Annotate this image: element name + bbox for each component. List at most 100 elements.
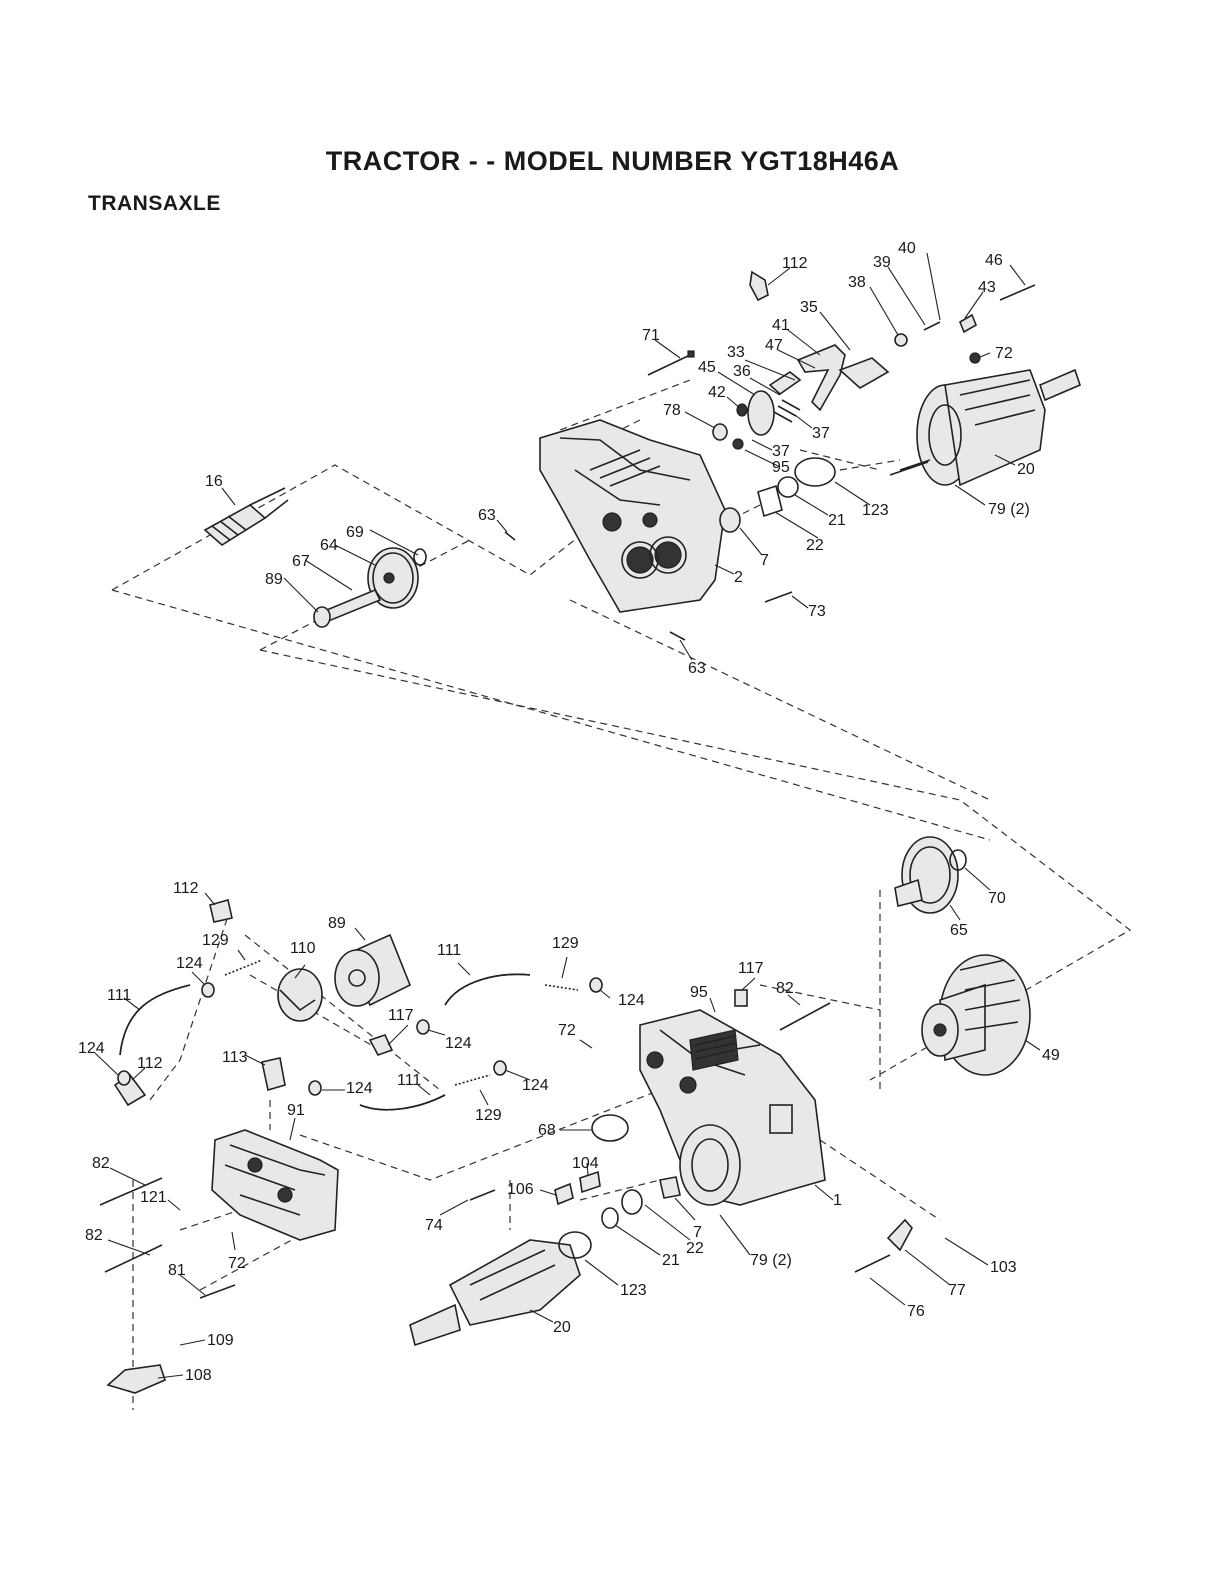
callout: 22	[806, 537, 824, 554]
callout: 65	[950, 922, 968, 939]
callout: 71	[642, 327, 660, 344]
callout: 82	[92, 1155, 110, 1172]
callout: 117	[738, 960, 764, 977]
part-71-bolt	[647, 350, 695, 376]
callout: 79 (2)	[988, 501, 1030, 518]
callout: 1	[833, 1192, 842, 1209]
callout: 79 (2)	[750, 1252, 792, 1269]
callout: 104	[572, 1155, 599, 1172]
callout: 39	[873, 254, 891, 271]
part-123-oring-upper	[794, 457, 836, 487]
callout: 112	[782, 255, 808, 272]
callout: 111	[107, 987, 131, 1004]
part-42-bearing	[736, 403, 748, 417]
callout: 43	[978, 279, 996, 296]
callout: 117	[388, 1007, 414, 1024]
callout: 111	[397, 1072, 421, 1089]
callout: 124	[522, 1077, 549, 1094]
callout: 82	[776, 980, 794, 997]
part-20-axle-housing-lower	[409, 1239, 581, 1347]
part-113-fitting	[261, 1057, 286, 1092]
part-21-washer-upper	[777, 476, 799, 498]
callout: 47	[765, 337, 783, 354]
callout: 40	[898, 240, 916, 257]
part-81-bolt	[199, 1284, 236, 1299]
part-7-nut-upper	[719, 507, 741, 533]
callout: 74	[425, 1217, 443, 1234]
callout: 129	[552, 935, 579, 952]
callout: 124	[445, 1035, 472, 1052]
callout: 124	[176, 955, 203, 972]
callout: 67	[292, 553, 310, 570]
callout: 20	[553, 1319, 571, 1336]
callout: 21	[662, 1252, 680, 1269]
part-110-adapter	[277, 968, 323, 1022]
part-38-washer	[894, 333, 908, 347]
part-39-40-pin	[923, 321, 941, 331]
callout: 121	[140, 1189, 167, 1206]
callout: 95	[772, 459, 790, 476]
part-45-plate	[747, 390, 775, 436]
callout: 124	[618, 992, 645, 1009]
callout: 76	[907, 1303, 925, 1320]
callout: 111	[437, 942, 461, 959]
callout: 72	[995, 345, 1013, 362]
callout: 77	[948, 1282, 966, 1299]
callout: 110	[290, 940, 316, 957]
part-21-22-7-lower	[601, 1176, 681, 1229]
callout: 103	[990, 1259, 1017, 1276]
part-108-bracket	[106, 1364, 166, 1394]
callout: 106	[507, 1181, 534, 1198]
callout: 35	[800, 299, 818, 316]
callout: 91	[287, 1102, 305, 1119]
callout: 112	[173, 880, 199, 897]
part-82-bolts-lower	[99, 1002, 831, 1273]
callout: 124	[78, 1040, 105, 1057]
callout: 37	[772, 443, 790, 460]
callout: 37	[812, 425, 830, 442]
callout: 22	[686, 1240, 704, 1257]
part-112-fittings-lower	[113, 899, 233, 1107]
callout: 42	[708, 384, 726, 401]
part-89-filter	[334, 933, 412, 1007]
callout: 49	[1042, 1047, 1060, 1064]
callout: 70	[988, 890, 1006, 907]
section-title: TRANSAXLE	[88, 192, 221, 215]
part-2-housing-upper	[539, 419, 726, 613]
callout: 33	[727, 344, 745, 361]
part-72-nut-top	[969, 352, 981, 364]
part-1-housing-lower	[639, 1009, 826, 1206]
callout: 78	[663, 402, 681, 419]
part-63-pin	[504, 531, 686, 641]
callout: 45	[698, 359, 716, 376]
part-33-36-spring-parts	[768, 371, 802, 423]
part-111-hoses	[119, 973, 531, 1111]
callout: 112	[137, 1055, 163, 1072]
part-78-seal	[712, 423, 728, 441]
part-112-fitting-top	[749, 270, 769, 302]
part-16-input-shaft	[203, 487, 289, 546]
callout: 36	[733, 363, 751, 380]
part-104-106-fittings	[554, 1170, 601, 1206]
part-49-differential	[921, 954, 1031, 1076]
callout: 68	[538, 1122, 556, 1139]
callout: 108	[185, 1367, 212, 1384]
callout: 63	[688, 660, 706, 677]
callout: 46	[985, 252, 1003, 269]
callout: 113	[222, 1049, 248, 1066]
callout: 21	[828, 512, 846, 529]
part-22-washer-upper	[757, 484, 783, 518]
callout: 89	[265, 571, 283, 588]
part-117-fittings	[368, 989, 748, 1056]
callout: 2	[734, 569, 743, 586]
callout: 129	[202, 932, 229, 949]
part-69-ring	[413, 548, 427, 566]
page-title: TRACTOR - - MODEL NUMBER YGT18H46A	[325, 146, 900, 176]
part-129-springs	[224, 959, 579, 1086]
part-64-gear	[367, 547, 419, 609]
callout: 72	[228, 1255, 246, 1272]
part-73-bolt	[764, 591, 793, 603]
leader-lines	[94, 252, 1041, 1379]
part-123-oring-lower	[558, 1231, 592, 1259]
